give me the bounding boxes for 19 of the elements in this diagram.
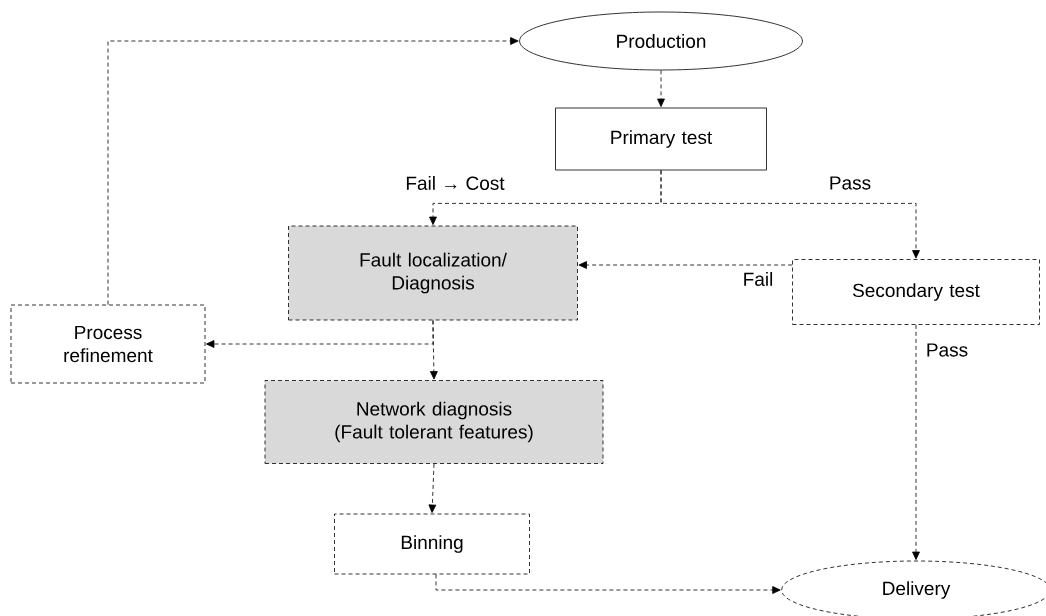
edge-label: Fail [741,271,775,287]
arrow [107,37,519,305]
arrow [657,70,665,108]
arrow [430,320,438,380]
arrow [578,261,793,269]
edge-label: Pass [924,342,970,358]
arrow [912,324,920,560]
process-box: Fault localization/ Diagnosis [288,225,578,321]
arrow [660,170,920,259]
process-box: Primary test [555,107,767,171]
ellipse-node: Production [519,11,803,71]
edge-label: Fail → Cost [404,175,506,191]
process-box: Binning [334,513,530,575]
arrow [435,574,781,594]
process-box: Secondary test [792,259,1040,325]
process-box: Network diagnosis (Fault tolerant features) [264,380,604,464]
edge-label: Pass [827,175,873,191]
process-box: Process refinement [10,304,206,384]
arrow [428,463,437,513]
